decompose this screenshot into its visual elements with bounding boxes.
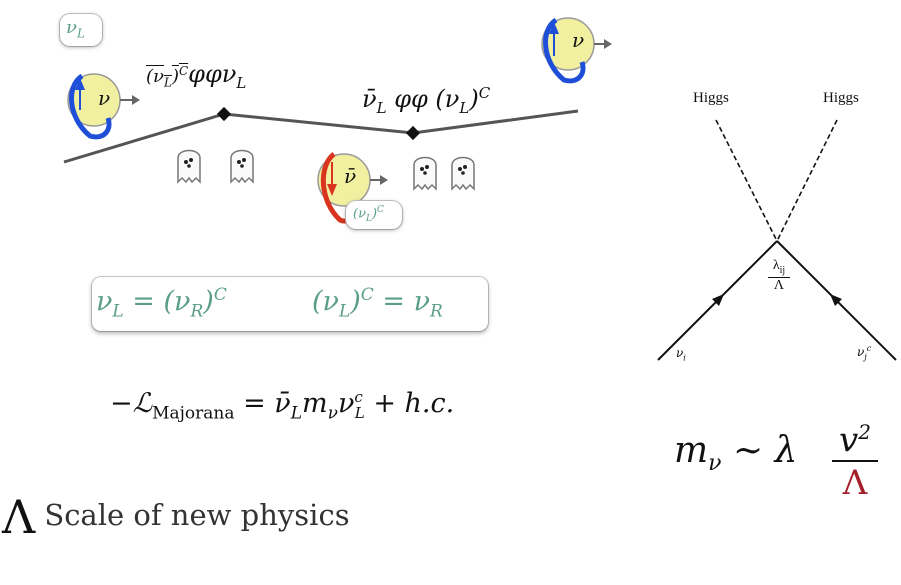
nuL-tag: νL: [60, 14, 102, 46]
particle-nubar-label: ν̄: [344, 164, 357, 188]
relation-right: (νL)C = νR: [312, 285, 443, 322]
vertex-2-label: ν̄L φφ (νL)C: [362, 84, 491, 117]
higgs-line-left: [715, 119, 778, 242]
higgs-label-right: Higgs: [823, 90, 859, 106]
worldline: [63, 109, 579, 164]
relations-box: νL = (νR)C (νL)C = νR: [92, 277, 488, 331]
nu-j-label: νjc: [857, 344, 872, 362]
neutrino-spin-icon: [541, 17, 612, 84]
coupling-fraction: λij Λ: [764, 258, 794, 294]
arrow-left: [712, 294, 724, 306]
ghost-icon: [448, 151, 478, 191]
majorana-lagrangian: −ℒMajorana = ν̄LmννcL + h.c.: [110, 388, 455, 424]
lambda-symbol: Λ: [2, 490, 36, 544]
ghost-icon: [174, 144, 204, 184]
scale-of-new-physics: Λ Scale of new physics: [2, 490, 350, 544]
vertex-1: [216, 106, 232, 122]
arrow-right: [830, 294, 842, 306]
vertex-2: [405, 125, 421, 141]
ghost-icon: [410, 151, 440, 191]
feynman-diagram: [657, 119, 897, 361]
particle-nu-label-1: ν: [98, 86, 111, 110]
ghost-icon: [227, 144, 257, 184]
neutrino-spin-icon: [67, 73, 140, 140]
relation-left: νL = (νR)C: [96, 285, 227, 322]
nuLC-tag: (νL)C: [346, 201, 402, 229]
nu-i-label: νi: [676, 346, 686, 363]
worldline-diagram: [63, 106, 579, 164]
antineutrino-spin-icon: [317, 152, 388, 224]
higgs-label-left: Higgs: [693, 90, 729, 106]
particle-nu-label-2: ν: [572, 28, 585, 52]
scale-text: Scale of new physics: [44, 498, 350, 532]
higgs-line-right: [776, 119, 838, 242]
vertex-1-label: (νL)CφφνL: [146, 60, 247, 92]
